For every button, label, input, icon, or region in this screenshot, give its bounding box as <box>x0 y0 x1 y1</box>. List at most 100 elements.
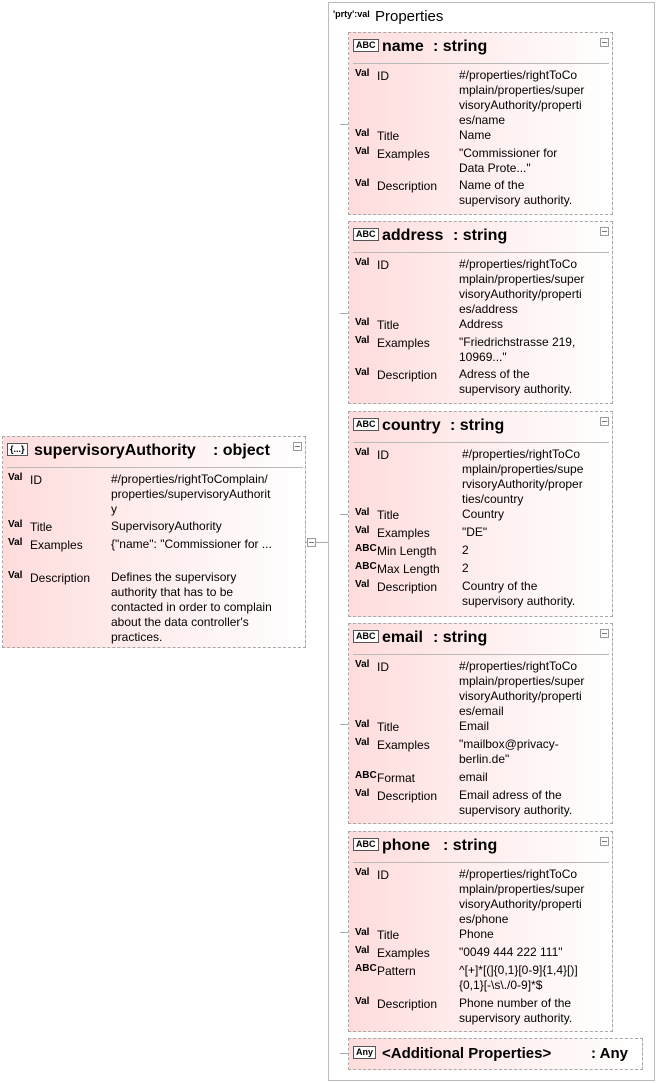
row-key: Pattern <box>377 964 416 978</box>
val-icon: Val <box>355 579 370 590</box>
row-key: Description <box>377 789 438 803</box>
row-key: Min Length <box>377 544 437 558</box>
val-icon: Val <box>355 525 370 536</box>
property-type: : string <box>450 417 505 434</box>
additional-type: : Any <box>591 1045 628 1062</box>
row-key: Examples <box>377 526 430 540</box>
val-icon: Val <box>355 927 370 938</box>
root-key-title: Title <box>30 520 53 534</box>
val-icon: Val <box>355 128 370 139</box>
collapse-icon[interactable] <box>600 417 609 426</box>
connector-trunk <box>316 542 328 543</box>
root-key-description: Description <box>30 571 91 585</box>
row-key: Title <box>377 318 400 332</box>
row-key: Description <box>377 368 438 382</box>
root-value-examples: {"name": "Commissioner for ... <box>111 537 272 551</box>
property-divider <box>353 862 609 863</box>
row-value: Country <box>462 507 505 521</box>
row-key: Description <box>377 580 438 594</box>
properties-badge: 'prty':val <box>333 9 370 19</box>
root-key-id: ID <box>30 473 42 487</box>
row-value: Name of the supervisory authority. <box>459 178 573 207</box>
object-icon: {...} <box>7 443 28 456</box>
row-key: Examples <box>377 738 430 752</box>
val-icon: Val <box>355 317 370 328</box>
row-key: Format <box>377 771 416 785</box>
property-type: : string <box>433 629 488 646</box>
row-value: email <box>459 770 488 784</box>
row-value: Email adress of the supervisory authorit… <box>459 788 573 817</box>
val-icon: Val <box>355 945 370 956</box>
val-icon: Val <box>355 257 370 268</box>
property-name: email <box>382 629 423 646</box>
row-value: #/properties/rightToCo mplain/properties… <box>462 447 584 506</box>
row-value: Email <box>459 719 490 733</box>
abc-icon: ABC <box>355 770 377 781</box>
val-icon: Val <box>355 719 370 730</box>
root-value-description: Defines the supervisory authority that h… <box>111 570 272 644</box>
abc-icon: ABC <box>355 561 377 572</box>
connector-branch <box>340 124 348 125</box>
val-icon: Val <box>355 335 370 346</box>
row-value: #/properties/rightToCo mplain/properties… <box>459 68 585 127</box>
collapse-icon[interactable] <box>600 38 609 47</box>
row-key: Examples <box>377 147 430 161</box>
abc-icon: ABC <box>355 963 377 974</box>
property-type: : string <box>433 38 488 55</box>
row-value: "DE" <box>462 525 488 539</box>
row-value: Adress of the supervisory authority. <box>459 367 573 396</box>
row-key: ID <box>377 868 389 882</box>
val-icon: Val <box>8 519 23 530</box>
row-value: Phone number of the supervisory authorit… <box>459 996 573 1025</box>
string-type-icon: ABC <box>353 39 379 52</box>
property-name: name <box>382 38 424 55</box>
property-divider <box>353 654 609 655</box>
property-name: address <box>382 227 444 244</box>
property-name: phone <box>382 837 430 854</box>
row-value: ^[+]*[(]{0,1}[0-9]{1,4}[)] {0,1}[-\s\./0… <box>459 963 578 992</box>
root-value-id: #/properties/rightToComplain/ properties… <box>111 472 271 516</box>
string-type-icon: ABC <box>353 418 379 431</box>
val-icon: Val <box>355 146 370 157</box>
val-icon: Val <box>355 659 370 670</box>
collapse-icon[interactable] <box>600 837 609 846</box>
root-divider <box>7 467 303 468</box>
properties-label: Properties <box>375 8 444 25</box>
row-value: #/properties/rightToCo mplain/properties… <box>459 257 585 316</box>
row-key: Title <box>377 508 400 522</box>
property-divider <box>353 252 609 253</box>
connector-branch <box>340 724 348 725</box>
val-icon: Val <box>8 570 23 581</box>
root-node[interactable]: {...} supervisoryAuthority : object Val … <box>2 436 306 648</box>
val-icon: Val <box>355 68 370 79</box>
additional-properties-node[interactable]: Any <Additional Properties> : Any <box>348 1038 643 1070</box>
row-value: "Commissioner for Data Prote..." <box>459 146 558 175</box>
val-icon: Val <box>355 367 370 378</box>
collapse-toggle[interactable] <box>307 538 316 547</box>
root-key-examples: Examples <box>30 538 83 552</box>
connector-branch <box>340 1053 348 1054</box>
property-divider <box>353 63 609 64</box>
row-value: Name <box>459 128 492 142</box>
collapse-icon[interactable] <box>293 442 302 451</box>
row-value: "mailbox@privacy- berlin.de" <box>459 737 559 766</box>
row-value: 2 <box>462 561 469 575</box>
val-icon: Val <box>8 537 23 548</box>
val-icon: Val <box>355 788 370 799</box>
row-key: Title <box>377 928 400 942</box>
val-icon: Val <box>355 867 370 878</box>
collapse-icon[interactable] <box>600 629 609 638</box>
row-key: ID <box>377 258 389 272</box>
row-value: 2 <box>462 543 469 557</box>
row-value: "0049 444 222 111" <box>459 945 563 959</box>
collapse-icon[interactable] <box>600 227 609 236</box>
row-key: Description <box>377 997 438 1011</box>
row-value: #/properties/rightToCo mplain/properties… <box>459 659 585 718</box>
val-icon: Val <box>8 472 23 483</box>
row-value: #/properties/rightToCo mplain/properties… <box>459 867 585 926</box>
